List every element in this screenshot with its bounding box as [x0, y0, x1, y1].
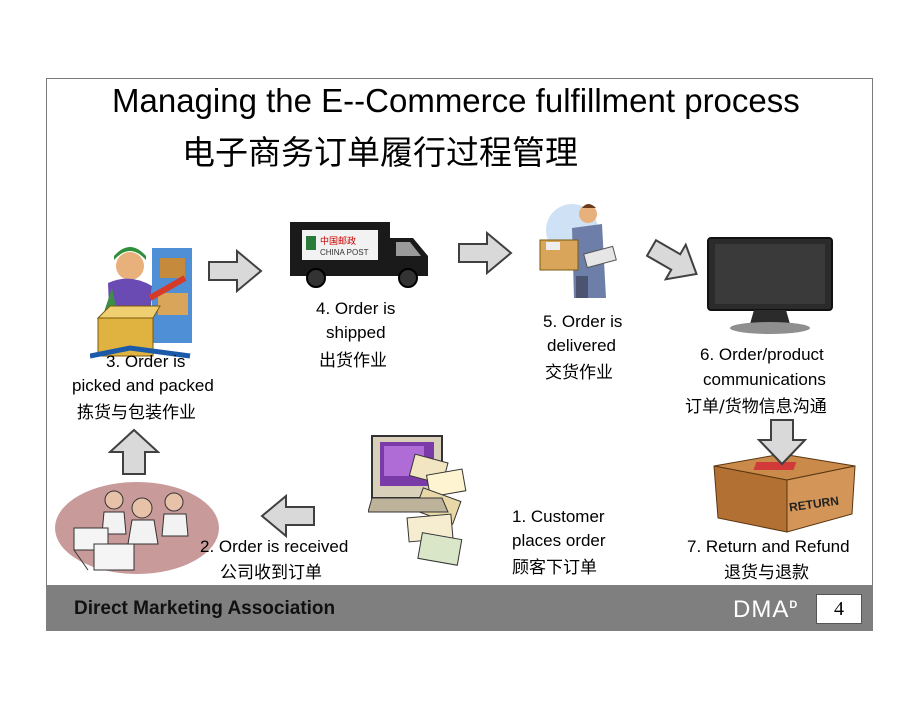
- china-post-logo-en: CHINA POST: [320, 248, 369, 257]
- step-5-chinese: 交货作业: [545, 363, 613, 383]
- slide-title-chinese: 电子商务订单履行过程管理: [182, 133, 578, 172]
- step-2-chinese: 公司收到订单: [220, 563, 322, 583]
- page-number: 4: [816, 594, 862, 624]
- china-post-logo-cn: 中国邮政: [320, 235, 356, 247]
- delivery-man-illustration: [539, 204, 617, 298]
- step-4-line1: 4. Order is: [316, 299, 396, 318]
- packing-worker-illustration: [90, 247, 192, 359]
- step-6-line2: communications: [703, 370, 826, 389]
- step-6-chinese: 订单/货物信息沟通: [685, 397, 827, 417]
- dma-logo-text: DMA: [733, 596, 790, 623]
- china-post-truck-icon: 中国邮政 CHINA POST: [290, 222, 428, 288]
- step-2-line1: 2. Order is received: [200, 537, 349, 556]
- dma-logo-mark: D: [789, 599, 799, 611]
- step-3-chinese: 拣货与包装作业: [77, 403, 196, 423]
- call-center-illustration: [55, 482, 219, 574]
- step-4-chinese: 出货作业: [319, 351, 387, 371]
- step-6-line1: 6. Order/product: [700, 345, 824, 364]
- step-1-chinese: 顾客下订单: [512, 558, 597, 578]
- step-5-line2: delivered: [547, 336, 616, 355]
- step-7-chinese: 退货与退款: [724, 563, 809, 583]
- arrow-down: [757, 419, 807, 466]
- arrow-right-1: [208, 248, 263, 294]
- return-box-label: RETURN: [788, 494, 839, 515]
- arrow-up: [108, 428, 160, 475]
- step-1-line1: 1. Customer: [512, 507, 605, 526]
- dma-logo: DMAD: [733, 596, 798, 624]
- step-5-line1: 5. Order is: [543, 312, 623, 331]
- step-3-line1: 3. Order is: [106, 352, 186, 371]
- arrow-right-2: [458, 230, 513, 276]
- arrow-right-down-3: [646, 238, 698, 281]
- step-4-line2: shipped: [326, 323, 386, 342]
- slide-title-english: Managing the E--Commerce fulfillment pro…: [112, 82, 800, 119]
- step-1-line2: places order: [512, 531, 606, 550]
- return-box-icon: RETURN: [713, 453, 856, 533]
- monitor-icon: [707, 237, 833, 334]
- arrow-left: [260, 493, 315, 539]
- computer-mail-illustration: [368, 435, 467, 566]
- step-3-line2: picked and packed: [72, 376, 214, 395]
- step-7-line1: 7. Return and Refund: [687, 537, 850, 556]
- footer-organization: Direct Marketing Association: [74, 598, 336, 619]
- footer-bar: [46, 585, 873, 631]
